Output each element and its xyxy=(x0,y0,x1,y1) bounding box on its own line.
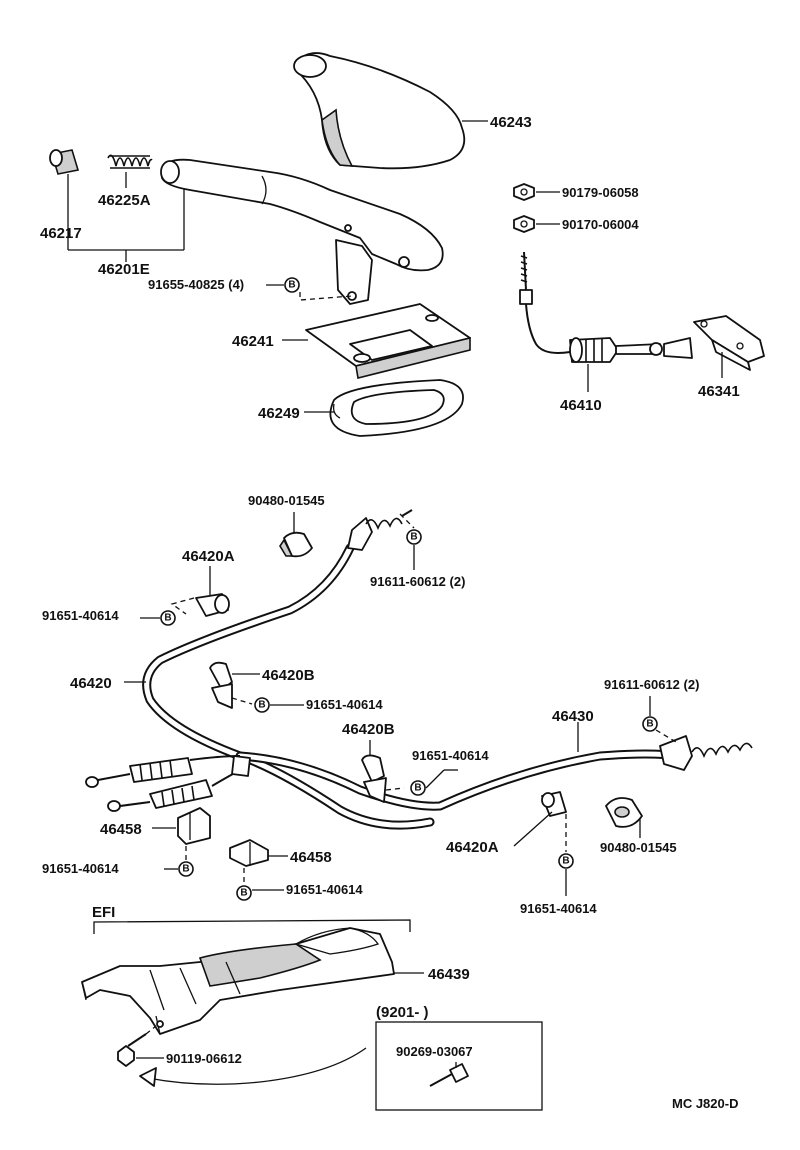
bolt-marker-b: B xyxy=(254,697,270,713)
svg-text:B: B xyxy=(562,856,569,867)
lever-bracket-46241 xyxy=(282,303,471,379)
bolt-marker-b: B xyxy=(558,853,574,869)
label-46410: 46410 xyxy=(560,397,602,414)
svg-text:B: B xyxy=(258,700,265,711)
label-46430: 46430 xyxy=(552,708,594,725)
bolt-marker-b: B xyxy=(236,885,252,901)
rear-cable-46430 xyxy=(235,735,753,811)
reference-arrow xyxy=(147,1047,367,1085)
spring-46225a xyxy=(107,154,153,188)
bolt-marker-b: B xyxy=(178,861,194,877)
label-46420b-upper: 46420B xyxy=(262,667,315,684)
label-46249: 46249 xyxy=(258,405,300,422)
nut-90179-06058 xyxy=(513,183,560,201)
label-91651-40614-d: 91651-40614 xyxy=(42,861,119,876)
clamp-46420a-left xyxy=(170,593,230,617)
svg-text:B: B xyxy=(182,864,189,875)
clamp-46420a-right xyxy=(541,791,567,852)
bolt-marker-b: B xyxy=(410,780,426,796)
bushing-46217 xyxy=(49,149,80,250)
label-46217: 46217 xyxy=(40,225,82,242)
label-90119-06612: 90119-06612 xyxy=(166,1051,242,1066)
seal-46249 xyxy=(304,379,464,437)
bolt-marker-b: B xyxy=(160,610,176,626)
label-46420a-right: 46420A xyxy=(446,839,499,856)
label-46243: 46243 xyxy=(490,114,532,131)
efi-bracket xyxy=(93,919,411,934)
section-efi-label: EFI xyxy=(92,904,115,921)
label-46201e: 46201E xyxy=(98,261,150,278)
grommet-90480-01545-right xyxy=(605,797,643,828)
label-90179-06058: 90179-06058 xyxy=(562,185,639,200)
label-90480-01545-top: 90480-01545 xyxy=(248,493,325,508)
label-46341: 46341 xyxy=(698,383,740,400)
label-90480-01545-right: 90480-01545 xyxy=(600,840,677,855)
label-91611-60612-top: 91611-60612 (2) xyxy=(370,574,465,589)
parking-brake-lever-46201e xyxy=(68,158,444,305)
clip-46420b-upper xyxy=(209,661,253,709)
label-91611-60612-right: 91611-60612 (2) xyxy=(604,677,699,692)
bolt-marker-b: B xyxy=(406,529,422,545)
label-91651-40614-f: 91651-40614 xyxy=(520,901,597,916)
svg-text:B: B xyxy=(164,613,171,624)
label-46225a: 46225A xyxy=(98,192,151,209)
svg-text:B: B xyxy=(414,783,421,794)
label-46458-left: 46458 xyxy=(100,821,142,838)
cable-ends-left xyxy=(85,755,251,812)
clamp-46458-left xyxy=(177,807,211,860)
rear-cable-46420 xyxy=(142,509,435,830)
bolt-90119-06612 xyxy=(117,1025,157,1067)
label-46458-right: 46458 xyxy=(290,849,332,866)
front-cable-46410 xyxy=(519,251,693,392)
catalog-code: MC J820-D xyxy=(672,1096,738,1111)
heat-insulator-46439 xyxy=(81,927,395,1035)
label-46439: 46439 xyxy=(428,966,470,983)
svg-text:B: B xyxy=(410,532,417,543)
label-91651-40614-a: 91651-40614 xyxy=(42,608,119,623)
label-46241: 46241 xyxy=(232,333,274,350)
label-46420b-lower: 46420B xyxy=(342,721,395,738)
clamp-46458-right xyxy=(229,839,269,884)
label-91651-40614-c: 91651-40614 xyxy=(412,748,489,763)
label-90170-06004: 90170-06004 xyxy=(562,217,639,232)
inset-frame xyxy=(375,1021,543,1111)
nut-90170-06004 xyxy=(513,215,560,233)
bolt-marker-b: B xyxy=(284,277,300,293)
label-90269-03067: 90269-03067 xyxy=(396,1044,473,1059)
svg-text:B: B xyxy=(646,719,653,730)
inset-range-label: (9201- ) xyxy=(376,1004,429,1021)
label-91651-40614-b: 91651-40614 xyxy=(306,697,383,712)
svg-text:B: B xyxy=(288,280,295,291)
label-46420a-left: 46420A xyxy=(182,548,235,565)
rivet-clip-90269-03067 xyxy=(429,1062,469,1087)
label-91655-40825: 91655-40825 (4) xyxy=(148,277,244,292)
grommet-90480-01545-top xyxy=(279,531,313,558)
reference-arrowhead xyxy=(139,1067,157,1087)
clip-46420b-lower xyxy=(361,754,405,803)
label-91651-40614-e: 91651-40614 xyxy=(286,882,363,897)
lever-boot-46243 xyxy=(293,52,488,170)
svg-text:B: B xyxy=(240,888,247,899)
label-46420: 46420 xyxy=(70,675,112,692)
bolt-marker-b: B xyxy=(642,716,658,732)
equalizer-46341 xyxy=(693,315,765,378)
